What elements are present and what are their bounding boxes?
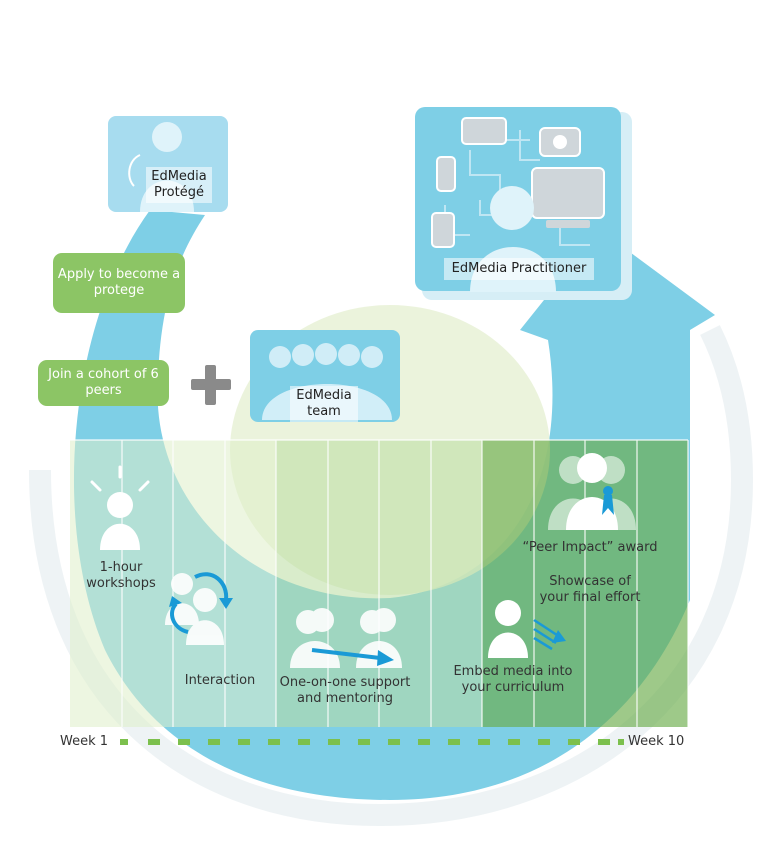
protege-label: EdMedia Protégé [146, 167, 212, 203]
cycle-arrowhead-icon [219, 598, 233, 609]
cycle-arrowhead-icon [169, 596, 182, 607]
cycle-arrows-icon [170, 572, 229, 634]
arrow-right-icon [311, 648, 394, 666]
devices-icon [431, 117, 605, 248]
embed-label: Embed media into your curriculum [453, 664, 573, 695]
transmit-arrows-icon [533, 618, 561, 651]
speech-tail-icon [128, 154, 141, 187]
plus-icon [191, 365, 231, 405]
team-label: EdMedia team [290, 386, 358, 422]
apply-step: Apply to become a protege [53, 253, 185, 313]
showcase-label: Showcase of your final effort [539, 574, 641, 605]
join-cohort-step: Join a cohort of 6 peers [38, 360, 169, 406]
award-label: “Peer Impact” award [522, 540, 658, 555]
week-start-label: Week 1 [60, 734, 109, 749]
award-ribbon-icon [602, 486, 614, 515]
transmit-arrowhead-icon [552, 630, 566, 643]
speaker-person-icon [100, 492, 140, 550]
mentoring-people-icon [290, 608, 402, 668]
practitioner-label: EdMedia Practitioner [444, 258, 594, 280]
interaction-people-icon [165, 573, 224, 645]
week-end-label: Week 10 [628, 734, 685, 749]
workshops-label: 1-hour workshops [86, 560, 156, 591]
interaction-label: Interaction [184, 673, 256, 688]
support-label: One-on-one support and mentoring [279, 675, 411, 706]
burst-icon [90, 465, 150, 492]
grid-lines [70, 439, 689, 727]
embed-person-icon [488, 600, 528, 658]
